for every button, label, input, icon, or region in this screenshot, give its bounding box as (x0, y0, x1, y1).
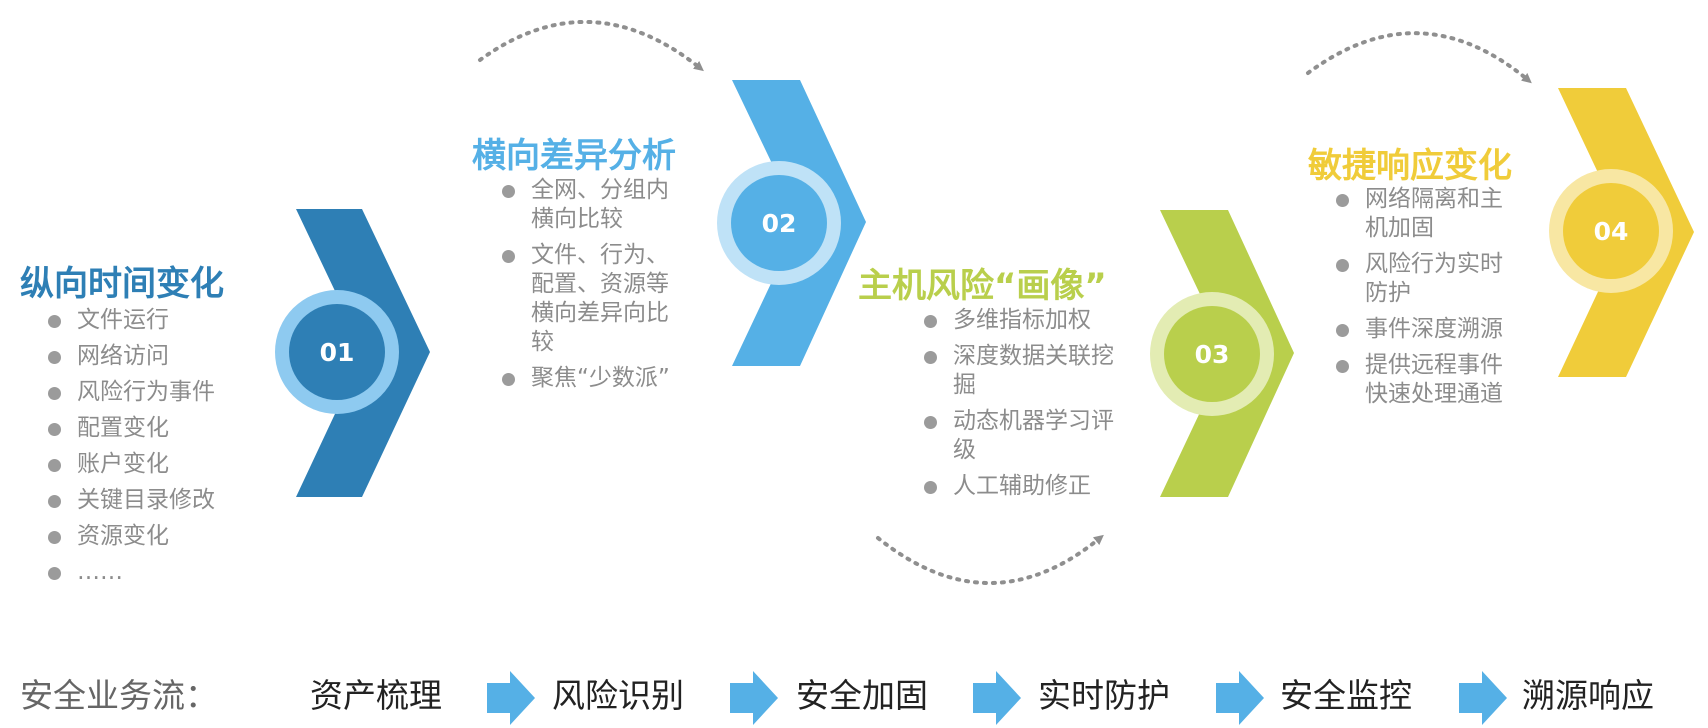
list-item: 动态机器学习评级 (924, 407, 1114, 465)
flow-arrow-icon (730, 671, 778, 725)
list-item: 深度数据关联挖掘 (924, 342, 1114, 400)
circle-step-1: 01 (275, 290, 399, 414)
flow-item-traceback-response: 溯源响应 (1522, 676, 1654, 715)
step-4-title: 敏捷响应变化 (1308, 146, 1512, 186)
step-2-bullet-list: 全网、分组内横向比较 文件、行为、配置、资源等横向差异向比较 聚焦“少数派” (502, 176, 684, 400)
list-item: 风险行为实时防护 (1336, 250, 1518, 308)
flow-arrow-icon (487, 671, 535, 725)
chevron-step-1 (296, 209, 430, 497)
step-number-3: 03 (1195, 340, 1230, 369)
list-item: 文件运行 (48, 306, 268, 335)
dotted-arc-3 (1306, 31, 1532, 84)
list-item: 资源变化 (48, 522, 268, 551)
step-number-1: 01 (320, 338, 355, 367)
list-item: 事件深度溯源 (1336, 315, 1518, 344)
flow-label: 安全业务流： (20, 676, 218, 715)
step-4-bullet-list: 网络隔离和主机加固 风险行为实时防护 事件深度溯源 提供远程事件快速处理通道 (1336, 185, 1518, 416)
list-item: 多维指标加权 (924, 306, 1114, 335)
flow-item-asset-inventory: 资产梳理 (310, 676, 442, 715)
list-item: 人工辅助修正 (924, 472, 1114, 501)
flow-arrow-icon (1459, 671, 1507, 725)
list-item: 配置变化 (48, 414, 268, 443)
list-item: 关键目录修改 (48, 486, 268, 515)
flow-arrows (487, 671, 1507, 725)
list-item: 风险行为事件 (48, 378, 268, 407)
flow-item-risk-identification: 风险识别 (552, 676, 684, 715)
list-item: 账户变化 (48, 450, 268, 479)
chevron-step-3 (1160, 210, 1294, 497)
dotted-arc-1 (478, 19, 704, 72)
chevron-step-2 (732, 80, 866, 366)
list-item: 全网、分组内横向比较 (502, 176, 684, 234)
step-3-bullet-list: 多维指标加权 深度数据关联挖掘 动态机器学习评级 人工辅助修正 (924, 306, 1114, 508)
circle-step-4: 04 (1549, 169, 1673, 293)
step-1-bullet-list: 文件运行 网络访问 风险行为事件 配置变化 账户变化 关键目录修改 资源变化 …… (48, 306, 268, 594)
list-item: 网络隔离和主机加固 (1336, 185, 1518, 243)
flow-arrow-icon (973, 671, 1021, 725)
step-3-title: 主机风险“画像” (858, 266, 1107, 306)
flow-item-realtime-protection: 实时防护 (1038, 676, 1170, 715)
step-number-2: 02 (762, 209, 797, 238)
circle-step-3: 03 (1150, 292, 1274, 416)
step-1-title: 纵向时间变化 (20, 264, 224, 304)
step-number-4: 04 (1594, 217, 1629, 246)
circle-step-2: 02 (717, 161, 841, 285)
list-item: 网络访问 (48, 342, 268, 371)
flow-item-security-hardening: 安全加固 (796, 676, 928, 715)
list-item: 文件、行为、配置、资源等横向差异向比较 (502, 241, 684, 357)
flow-item-security-monitoring: 安全监控 (1280, 676, 1412, 715)
flow-arrow-icon (1216, 671, 1264, 725)
list-item: 聚焦“少数派” (502, 364, 684, 393)
step-2-title: 横向差异分析 (472, 136, 676, 176)
list-item: 提供远程事件快速处理通道 (1336, 351, 1518, 409)
list-item: …… (48, 558, 268, 587)
dotted-arc-2 (876, 534, 1104, 585)
